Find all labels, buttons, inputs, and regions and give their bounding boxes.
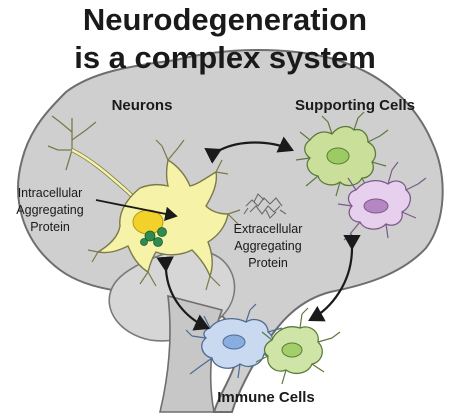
intracellular-aggregate-4 — [140, 238, 148, 246]
intracellular-label-line-3: Protein — [30, 220, 70, 234]
title-line-2: is a complex system — [74, 40, 376, 75]
intracellular-pointer-arrow — [95, 199, 178, 221]
intracellular-aggregate-3 — [153, 237, 163, 247]
intracellular-aggregate-1 — [144, 230, 156, 242]
arrow-supporting-immune — [308, 234, 361, 322]
extracellular-label-line-1: Extracellular — [234, 222, 303, 236]
immune-cell-green — [255, 307, 341, 385]
supporting-cell-purple — [337, 161, 427, 241]
intracellular-label-line-1: Intracellular — [18, 186, 83, 200]
extracellular-aggregate — [243, 193, 287, 219]
immune-cells-label: Immune Cells — [217, 389, 315, 406]
extracellular-label-line-2: Aggregating — [234, 239, 301, 253]
neurons-label: Neurons — [112, 97, 173, 114]
immune-cell-blue — [185, 303, 283, 379]
title-line-1: Neurodegeneration — [83, 2, 367, 37]
extracellular-label-line-3: Protein — [248, 256, 288, 270]
supporting-cell-green — [295, 111, 389, 197]
neuron-body — [96, 158, 229, 279]
supporting-cells-label: Supporting Cells — [295, 97, 415, 114]
arrow-neurons-immune — [156, 256, 211, 331]
neuron-cell — [47, 115, 241, 291]
intracellular-aggregate-2 — [157, 227, 167, 237]
intracellular-label-line-2: Aggregating — [16, 203, 83, 217]
arrow-neurons-supporting — [204, 136, 295, 164]
interaction-arrows — [156, 136, 361, 331]
neuron-axon-fill — [71, 148, 141, 205]
